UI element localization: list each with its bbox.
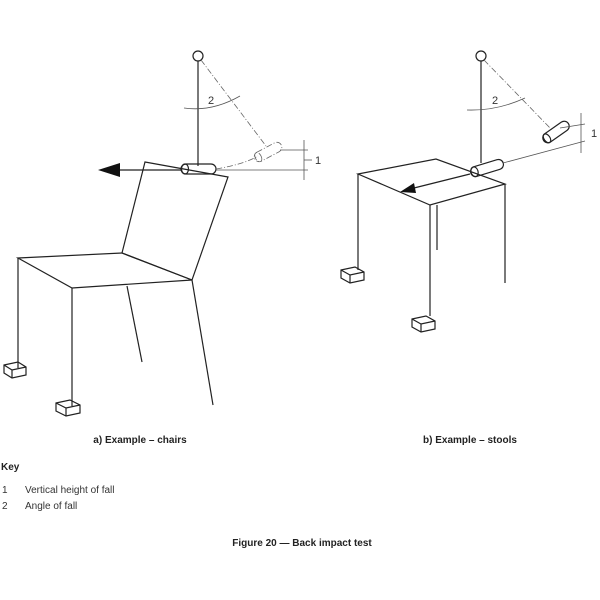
reference-line-lower (502, 140, 586, 164)
subfigure-b-caption: b) Example – stools (423, 435, 517, 446)
angle-label: 2 (208, 95, 214, 107)
stop-block (55, 399, 81, 417)
stop-block (3, 361, 27, 379)
key-item-number: 1 (2, 485, 8, 496)
chair-leg (191, 279, 214, 406)
key-title: Key (1, 462, 20, 473)
stop-block (340, 266, 365, 284)
arrow-left-icon (98, 163, 120, 177)
key-item-text: Angle of fall (25, 501, 77, 512)
impact-direction-line (409, 173, 471, 190)
pendulum-swing-line (200, 59, 267, 147)
subfigure-a-caption: a) Example – chairs (93, 435, 187, 446)
key-item-text: Vertical height of fall (25, 485, 115, 496)
figure-caption: Figure 20 — Back impact test (232, 538, 372, 549)
chair-back (121, 161, 229, 281)
pivot-icon (192, 50, 204, 62)
angle-label: 2 (492, 95, 498, 107)
stool-seat (355, 158, 507, 206)
impactor-raised (542, 120, 570, 144)
height-label: 1 (315, 155, 321, 167)
impactor (469, 158, 505, 178)
swing-path (215, 155, 259, 170)
stool-diagram: 2 1 (340, 50, 597, 333)
arrow-left-icon (400, 183, 416, 193)
height-label: 1 (591, 128, 597, 140)
pendulum-swing-line (483, 59, 553, 131)
impactor-raised (253, 141, 283, 163)
stop-block (411, 315, 436, 333)
key-item-number: 2 (2, 501, 8, 512)
chair-seat (15, 252, 193, 289)
angle-arc (466, 97, 526, 111)
chair-diagram: 2 1 (3, 50, 321, 417)
chair-leg (126, 285, 143, 363)
angle-arc (183, 95, 241, 110)
pivot-icon (475, 50, 487, 62)
